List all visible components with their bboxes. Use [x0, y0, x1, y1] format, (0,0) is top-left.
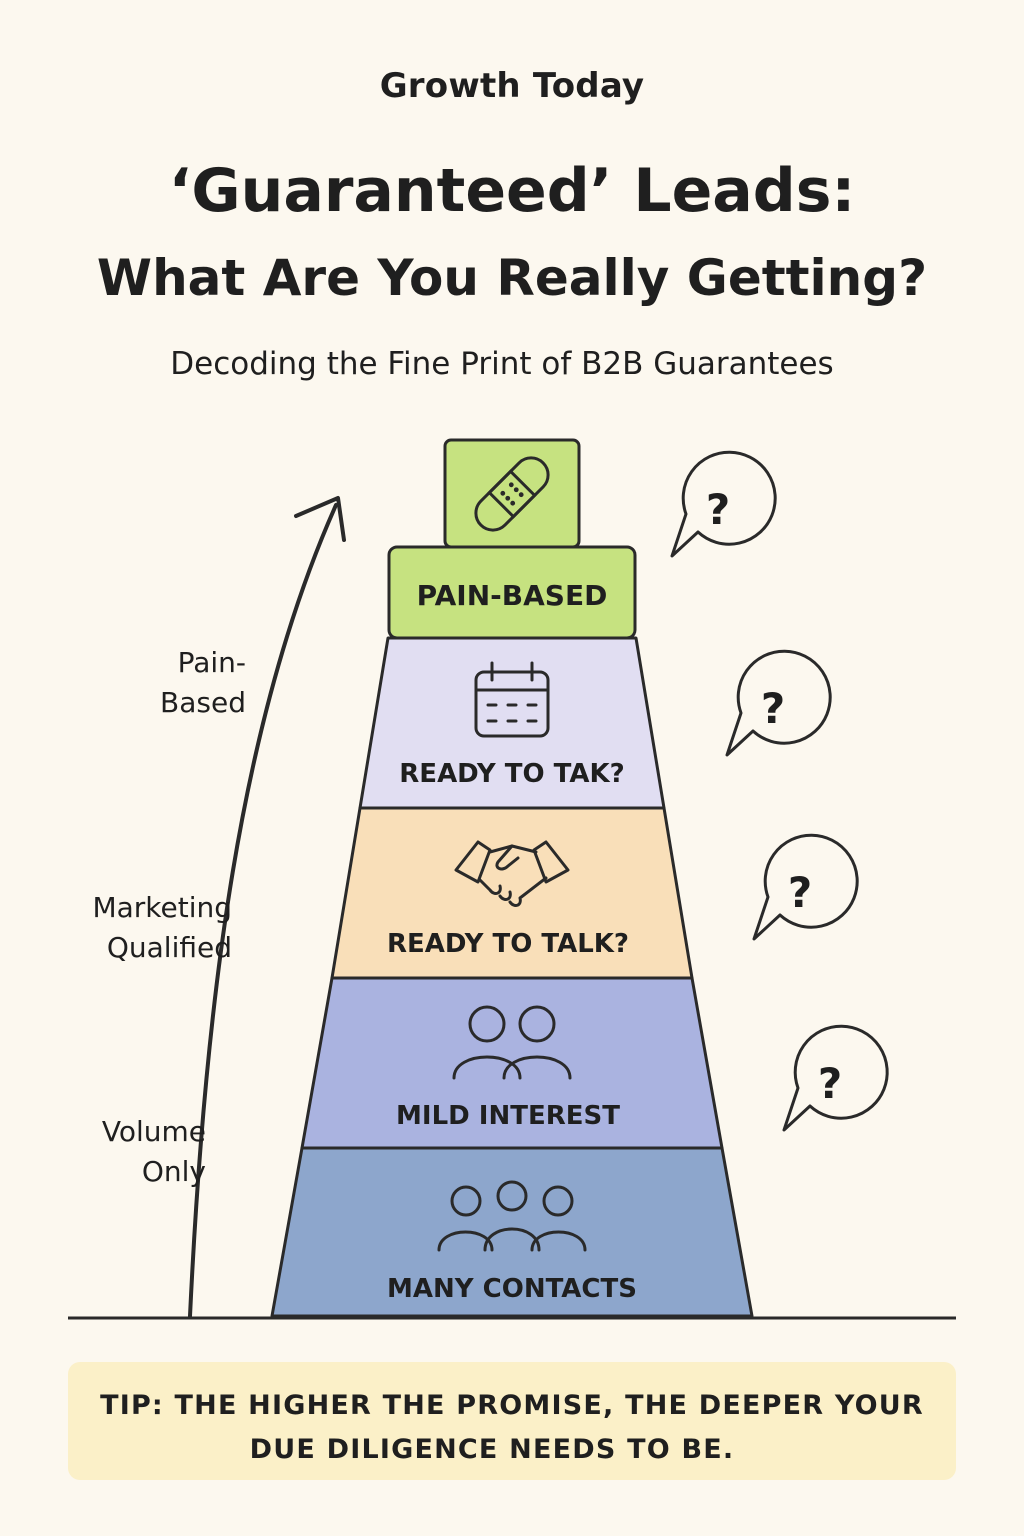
axis-label-volume-only: Volume Only	[0, 1112, 206, 1192]
tip-line1: TIP: THE HIGHER THE PROMISE, THE DEEPER …	[100, 1390, 924, 1421]
top-block	[443, 438, 581, 549]
page-title: ‘Guaranteed’ Leads:	[168, 156, 856, 226]
tier-label-ready-to-talk: READY TO TALK?	[387, 929, 629, 959]
axis-label-marketing-line1: Marketing	[92, 891, 232, 924]
question-bubble-3: ?	[752, 833, 859, 941]
page-subtitle: Decoding the Fine Print of B2B Guarantee…	[170, 346, 834, 382]
tip-text: TIP: THE HIGHER THE PROMISE, THE DEEPER …	[68, 1384, 956, 1472]
bandage-icon	[474, 456, 550, 532]
tier-label-mild-interest: MILD INTEREST	[396, 1101, 620, 1131]
tier-label-pain-based: PAIN-BASED	[417, 579, 608, 612]
question-mark-1: ?	[706, 485, 730, 534]
calendar-icon	[474, 661, 550, 738]
question-mark-3: ?	[788, 868, 812, 917]
axis-label-pain-based-line1: Pain-	[177, 646, 246, 679]
axis-label-volume-line1: Volume	[101, 1115, 206, 1148]
axis-label-pain-based: Pain- Based	[36, 643, 246, 723]
tip-line2: DUE DILIGENCE NEEDS TO BE.	[249, 1434, 735, 1465]
axis-label-pain-based-line2: Based	[160, 686, 246, 719]
question-bubble-4: ?	[782, 1024, 889, 1132]
page-title-line2: What Are You Really Getting?	[96, 249, 928, 307]
tier-label-many-contacts: MANY CONTACTS	[387, 1274, 637, 1304]
question-mark-2: ?	[761, 684, 785, 733]
tip-box: TIP: THE HIGHER THE PROMISE, THE DEEPER …	[68, 1362, 956, 1480]
three-people-icon	[437, 1180, 587, 1252]
axis-label-marketing-line2: Qualified	[106, 931, 232, 964]
axis-label-marketing-qualified: Marketing Qualified	[22, 888, 232, 968]
handshake-icon	[454, 840, 570, 907]
growth-arrow	[188, 503, 338, 1318]
axis-label-volume-line2: Only	[141, 1155, 206, 1188]
brand-name: Growth Today	[379, 66, 645, 106]
question-bubble-1: ?	[670, 450, 777, 558]
two-people-icon	[452, 1005, 572, 1080]
tier-label-ready-to-tak: READY TO TAK?	[399, 759, 624, 789]
question-mark-4: ?	[818, 1059, 842, 1108]
question-bubble-2: ?	[725, 649, 832, 757]
arrow-head-icon	[294, 496, 346, 542]
